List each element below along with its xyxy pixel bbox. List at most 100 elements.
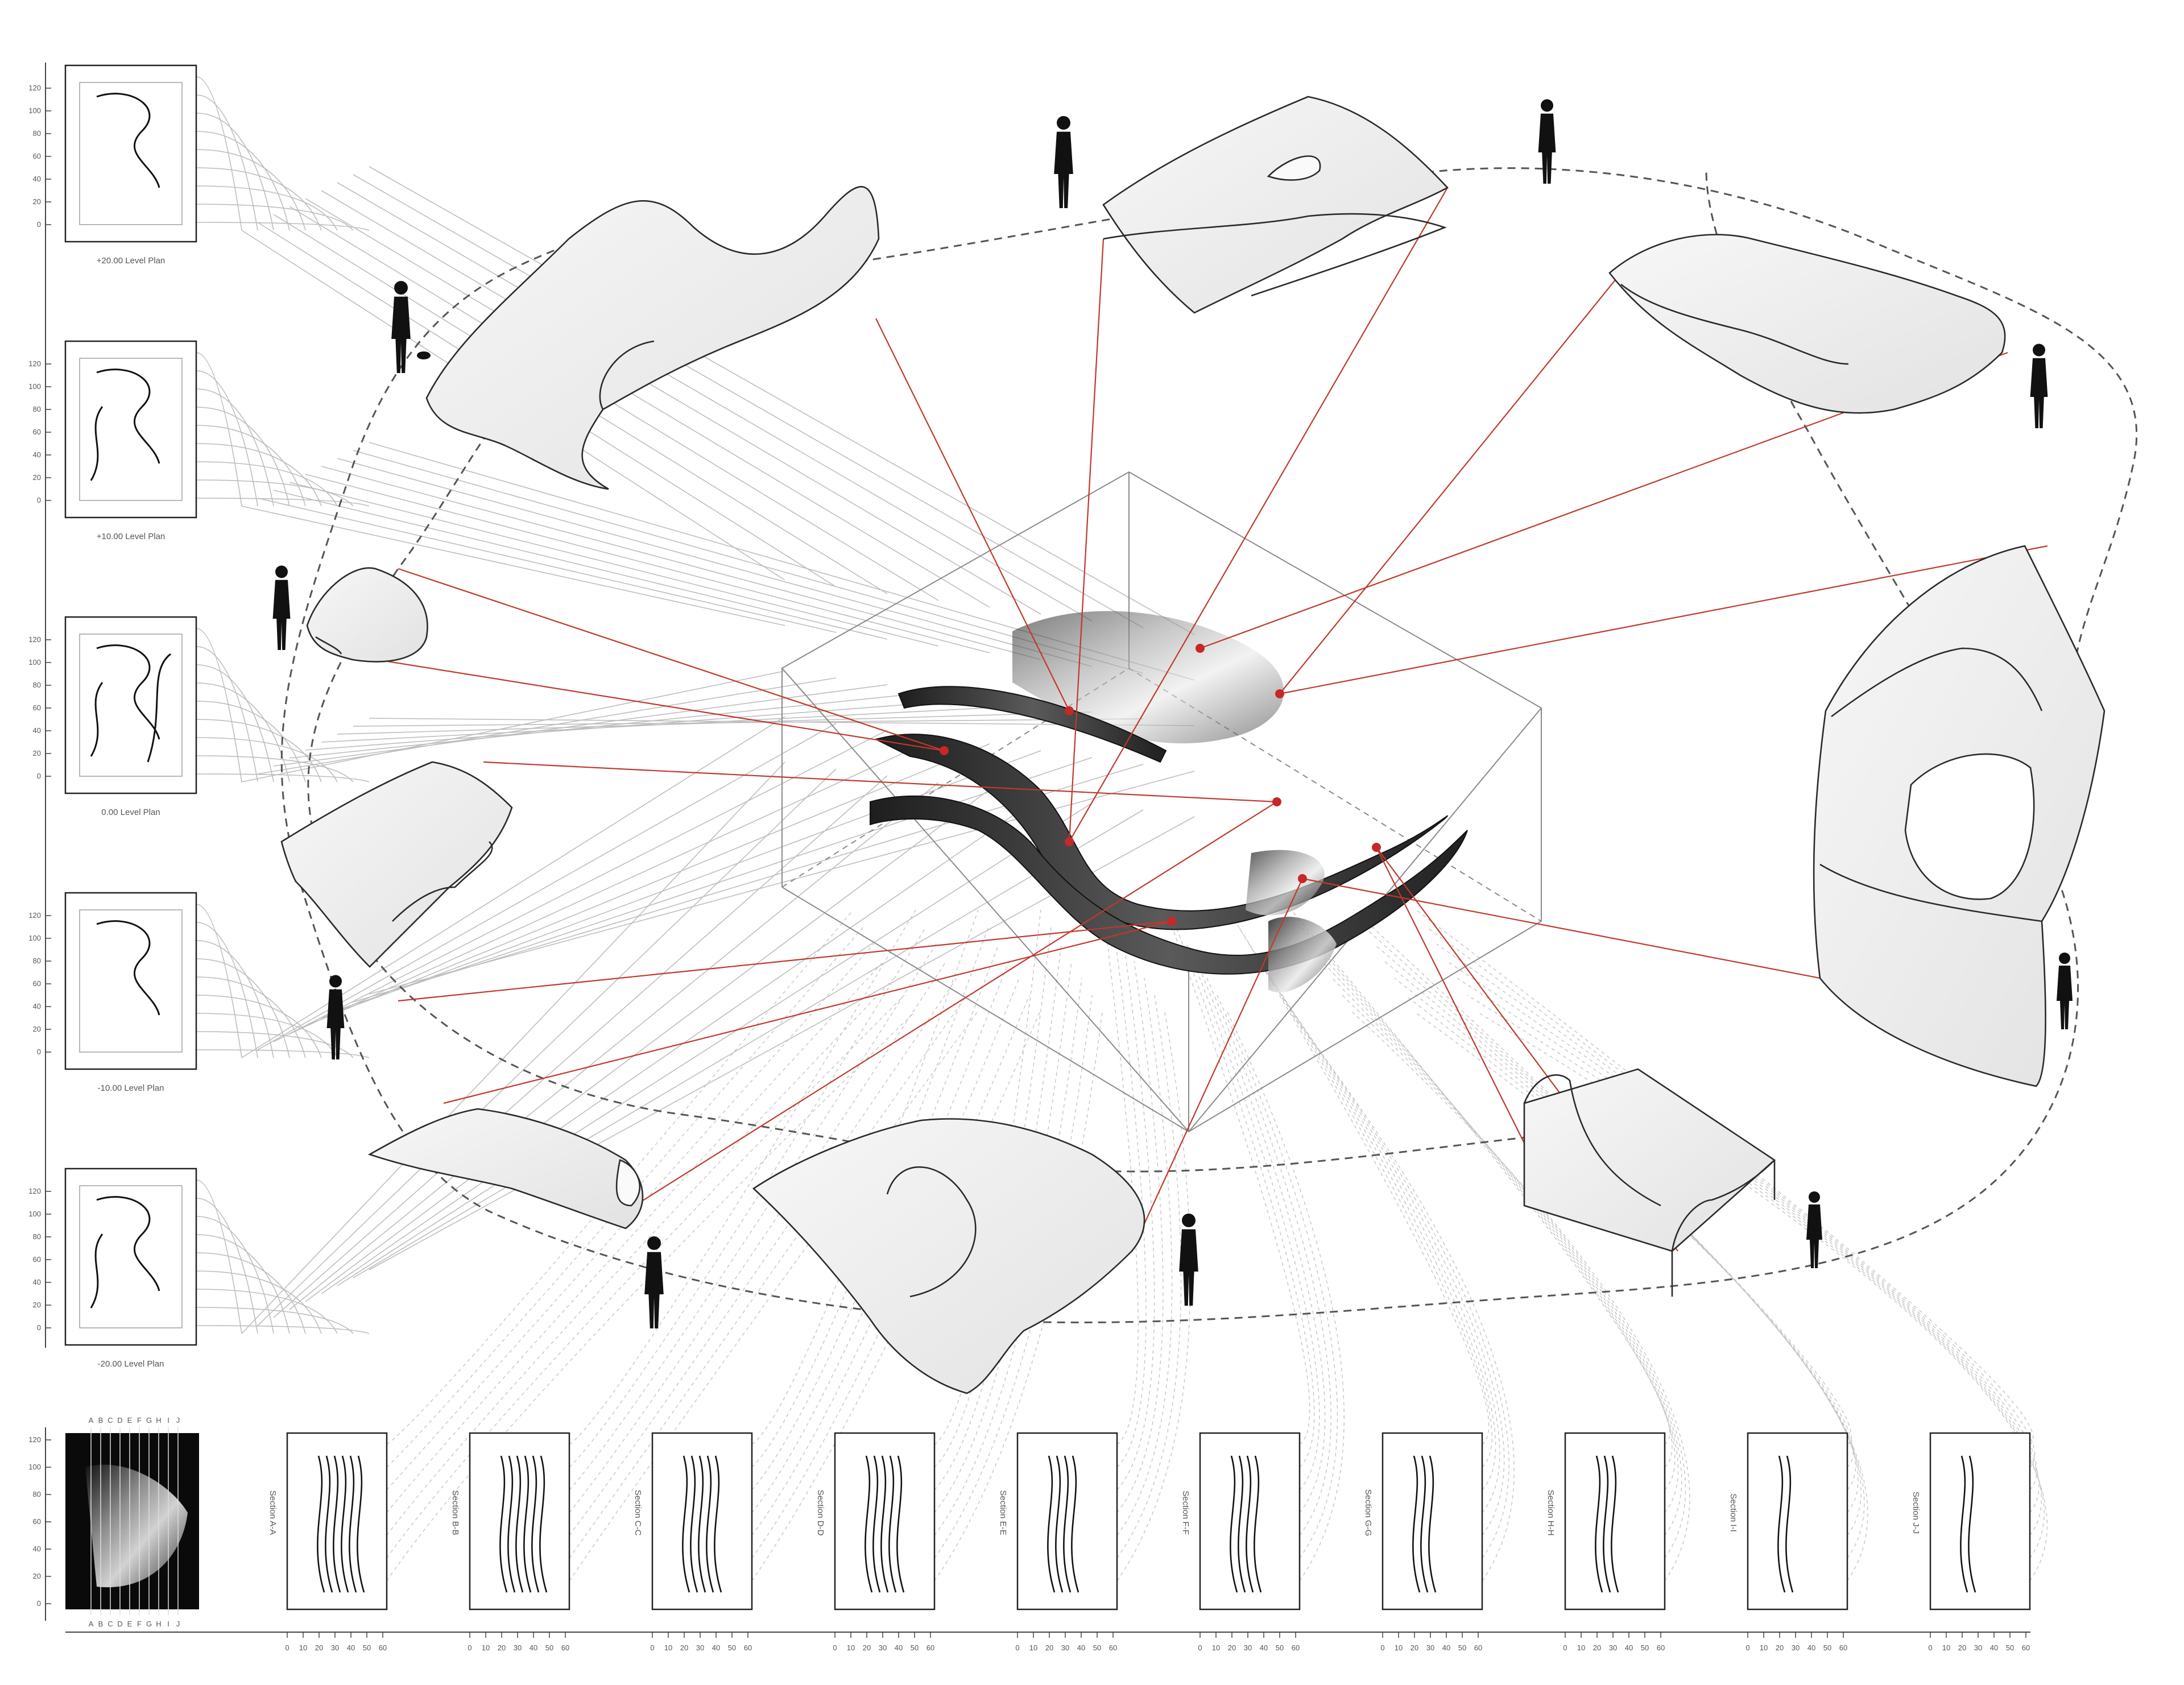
section-tick-label: 60 xyxy=(1839,1643,1847,1652)
level-tick-label: 100 xyxy=(28,934,41,942)
section-tick-label: 30 xyxy=(1061,1643,1069,1652)
leader-marker-dot xyxy=(1065,706,1074,715)
circulation-path-inner xyxy=(307,317,1650,1173)
grid-letter-bottom: B xyxy=(98,1620,104,1628)
section-tick-label: 60 xyxy=(1109,1643,1117,1652)
section-tick-label: 40 xyxy=(1442,1643,1450,1652)
section-tick-label: 20 xyxy=(1593,1643,1601,1652)
leader-marker-dot xyxy=(1372,843,1381,852)
level-plan-4: -10.00 Level Plan xyxy=(64,892,197,1093)
section-tick-label: 50 xyxy=(545,1643,553,1652)
grid-letter-top: A xyxy=(89,1416,94,1425)
section-label: Section H-H xyxy=(1546,1490,1556,1536)
section-label: Section A-A xyxy=(268,1491,278,1535)
level-tick-label: 0 xyxy=(37,220,41,229)
section-tick-label: 0 xyxy=(1563,1643,1567,1652)
grid-letter-bottom: C xyxy=(107,1620,113,1628)
section-tick-label: 40 xyxy=(712,1643,720,1652)
surface-module-bottom-right-box xyxy=(1523,1068,1776,1297)
section-tick-label: 20 xyxy=(863,1643,871,1652)
person-walking-icon xyxy=(1538,99,1556,184)
level-tick-label: 20 xyxy=(33,473,41,482)
level-tick-label: 120 xyxy=(28,635,41,644)
level-tick-label: 120 xyxy=(28,84,41,92)
section-tick-label: 20 xyxy=(1228,1643,1236,1652)
level-tick-label: 60 xyxy=(33,1255,41,1264)
section-tick-label: 50 xyxy=(911,1643,919,1652)
section-tick-label: 20 xyxy=(1410,1643,1418,1652)
level-plan-3: 0.00 Level Plan xyxy=(64,616,197,817)
surface-module-top-right xyxy=(1608,234,2006,414)
section-panel-3: Section C-C xyxy=(633,1432,753,1611)
section-tick-label: 20 xyxy=(1958,1643,1966,1652)
section-tick-label: 10 xyxy=(1942,1643,1950,1652)
section-tick-label: 60 xyxy=(1292,1643,1300,1652)
leader-marker-dot xyxy=(1167,917,1176,926)
section-tick-label: 0 xyxy=(1380,1643,1384,1652)
section-tick-label: 60 xyxy=(379,1643,387,1652)
section-tick-label: 60 xyxy=(926,1643,934,1652)
section-tick-label: 30 xyxy=(1792,1643,1800,1652)
section-level-tick-label: 100 xyxy=(28,1463,41,1471)
section-tick-label: 60 xyxy=(561,1643,569,1652)
grid-letter-top: F xyxy=(137,1416,142,1425)
section-tick-label: 30 xyxy=(514,1643,522,1652)
level-plan-label: -10.00 Level Plan xyxy=(98,1083,164,1093)
section-panel-4: Section D-D xyxy=(816,1432,936,1611)
central-sculpture xyxy=(870,611,1468,993)
section-level-tick-label: 20 xyxy=(33,1572,41,1580)
section-panel-5: Section E-E xyxy=(998,1432,1118,1611)
section-tick-label: 30 xyxy=(1426,1643,1434,1652)
section-tick-label: 30 xyxy=(879,1643,887,1652)
grid-letter-top: G xyxy=(146,1416,152,1425)
section-tick-label: 50 xyxy=(2006,1643,2014,1652)
grid-letter-bottom: D xyxy=(117,1620,122,1628)
level-tick-label: 100 xyxy=(28,658,41,666)
level-tick-label: 60 xyxy=(33,428,41,436)
section-tick-label: 40 xyxy=(347,1643,355,1652)
level-plan-label: 0.00 Level Plan xyxy=(101,808,160,817)
section-tick-label: 20 xyxy=(1776,1643,1784,1652)
level-tick-label: 120 xyxy=(28,911,41,920)
level-tick-label: 100 xyxy=(28,1210,41,1218)
section-tick-label: 0 xyxy=(1745,1643,1749,1652)
section-tick-label: 50 xyxy=(1093,1643,1101,1652)
section-tick-label: 10 xyxy=(1577,1643,1585,1652)
grid-letter-bottom: A xyxy=(89,1620,94,1628)
level-tick-label: 0 xyxy=(37,496,41,504)
level-plan-label: -20.00 Level Plan xyxy=(98,1359,164,1369)
level-tick-label: 120 xyxy=(28,1187,41,1195)
section-tick-label: 0 xyxy=(650,1643,654,1652)
level-tick-label: 0 xyxy=(37,1323,41,1332)
person-walking-icon xyxy=(644,1236,664,1328)
section-tick-label: 0 xyxy=(1198,1643,1202,1652)
section-tick-label: 20 xyxy=(1045,1643,1053,1652)
surface-module-bottom-center xyxy=(752,1118,1145,1394)
section-tick-label: 40 xyxy=(530,1643,537,1652)
level-tick-label: 20 xyxy=(33,1301,41,1309)
level-tick-label: 100 xyxy=(28,106,41,115)
section-level-tick-label: 0 xyxy=(37,1599,41,1608)
section-label: Section B-B xyxy=(450,1490,460,1535)
level-tick-label: 20 xyxy=(33,197,41,206)
section-tick-label: 30 xyxy=(1609,1643,1617,1652)
section-tick-label: 10 xyxy=(482,1643,490,1652)
level-tick-label: 80 xyxy=(33,681,41,689)
section-panel-2: Section B-B xyxy=(450,1432,570,1611)
section-tick-label: 50 xyxy=(1458,1643,1466,1652)
grid-letter-bottom: E xyxy=(127,1620,133,1628)
section-tick-label: 0 xyxy=(468,1643,471,1652)
section-tick-label: 50 xyxy=(1641,1643,1649,1652)
section-tick-label: 40 xyxy=(1625,1643,1633,1652)
section-level-tick-label: 120 xyxy=(28,1435,41,1444)
level-tick-label: 80 xyxy=(33,129,41,138)
level-tick-label: 60 xyxy=(33,152,41,160)
level-tick-label: 60 xyxy=(33,979,41,988)
section-label: Section G-G xyxy=(1363,1489,1373,1537)
section-tick-label: 10 xyxy=(1212,1643,1220,1652)
leader-marker-dot xyxy=(940,746,949,755)
surface-module-top-left xyxy=(425,186,880,490)
section-panel-10: Section J-J xyxy=(1911,1432,2031,1611)
